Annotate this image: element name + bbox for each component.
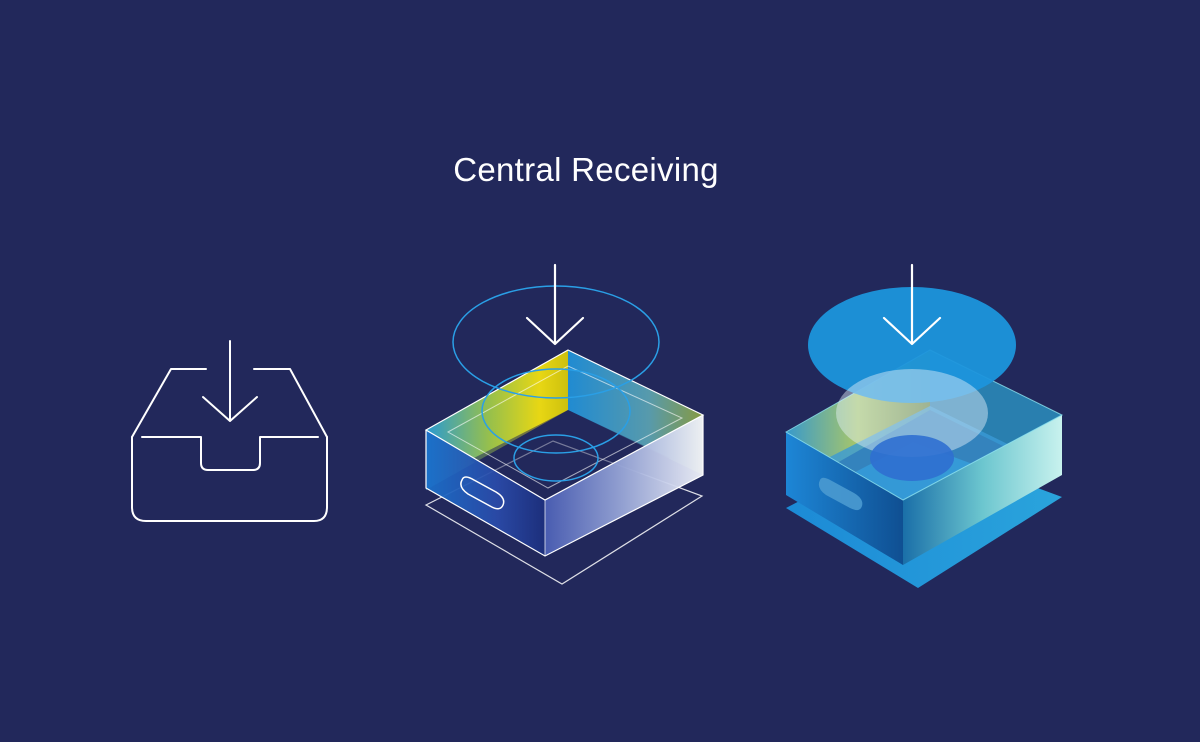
inbox-download-outline-icon <box>131 340 328 522</box>
inbox-download-solid-isometric-icon <box>784 263 1064 588</box>
page-title: Central Receiving <box>453 151 719 188</box>
inbox-download-wireframe-isometric-icon <box>424 263 705 585</box>
